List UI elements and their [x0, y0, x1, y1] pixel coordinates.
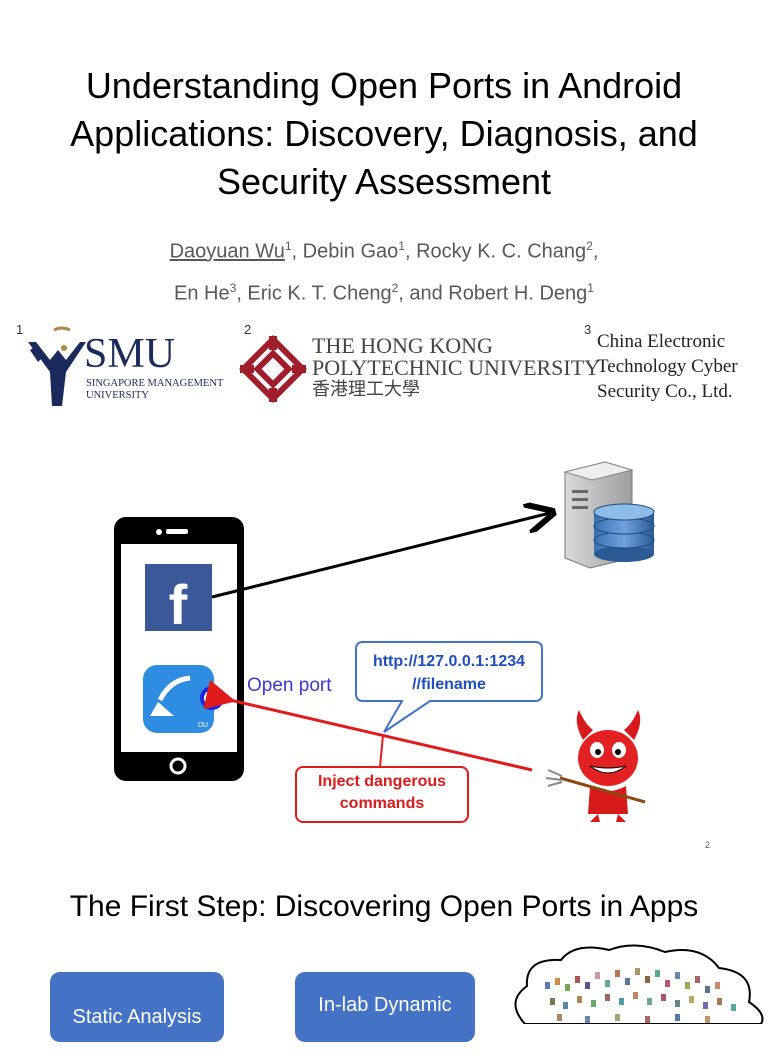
paper-title: Understanding Open Ports in Android Appl… — [0, 62, 768, 206]
inject-commands-label: Inject dangerous commands — [296, 771, 468, 815]
title-line-1: Understanding Open Ports in Android — [85, 65, 683, 106]
affiliation-sup: 2 — [586, 239, 593, 253]
smu-crest-icon — [28, 326, 86, 406]
affiliation-sup: 1 — [398, 239, 405, 253]
in-lab-dynamic-box: In-lab Dynamic — [295, 972, 475, 1042]
author-eric-cheng: , Eric K. T. Cheng — [236, 282, 392, 305]
affiliation-sup: 2 — [391, 280, 399, 295]
affiliation-sup: 3 — [229, 280, 237, 295]
affiliation-sup: 1 — [587, 280, 594, 295]
affiliation-number-3: 3 — [584, 322, 592, 337]
author-line-1: Daoyuan Wu1, Debin Gao1, Rocky K. C. Cha… — [0, 228, 768, 270]
smu-full-name-line-1: SINGAPORE MANAGEMENT — [86, 378, 224, 389]
polyu-name-line-1: THE HONG KONG — [312, 333, 493, 358]
title-line-2: Applications: Discovery, Diagnosis, and — [70, 113, 698, 154]
outbound-connection-arrow — [211, 513, 550, 599]
open-port-icon — [200, 686, 224, 710]
inject-commands-box — [295, 766, 469, 823]
polyu-name-line-2: POLYTECHNIC UNIVERSITY — [312, 355, 601, 380]
polyu-logo: THE HONG KONG POLYTECHNIC UNIVERSITY 香港理… — [238, 333, 600, 406]
open-port-label: Open port — [247, 675, 332, 696]
author-line-2: En He3, Eric K. T. Cheng2, and Robert H.… — [0, 270, 768, 312]
crowd-cloud-icon — [514, 944, 764, 1024]
affiliation-number-2: 2 — [244, 322, 252, 337]
inject-line-2: commands — [339, 795, 425, 812]
smu-short-name: SMU — [84, 331, 176, 377]
static-analysis-box: Static Analysis — [50, 972, 224, 1042]
author-separator: , — [592, 240, 599, 263]
smu-full-name-line-2: UNIVERSITY — [86, 390, 149, 401]
cetc-line-1: China Electronic — [597, 331, 726, 352]
devil-attacker-icon — [545, 710, 646, 822]
inject-line-1: Inject dangerous — [317, 773, 447, 790]
slide-title: The First Step: Discovering Open Ports i… — [69, 890, 699, 923]
cetc-name: China Electronic Technology Cyber Securi… — [597, 329, 765, 404]
author-list: Daoyuan Wu1, Debin Gao1, Rocky K. C. Cha… — [0, 228, 768, 311]
callout-url: http://127.0.0.1:1234 //filename — [356, 650, 542, 696]
du-cleaner-app-icon: DU — [143, 665, 214, 733]
affiliation-number-1: 1 — [16, 322, 24, 337]
du-badge: DU — [198, 722, 208, 729]
smu-logo: SMU SINGAPORE MANAGEMENT UNIVERSITY — [22, 326, 236, 408]
cetc-line-2: Technology Cyber — [597, 356, 738, 377]
callout-url-line-2: //filename — [412, 676, 486, 693]
page-number: 2 — [705, 840, 710, 850]
cetc-line-3: Security Co., Ltd. — [597, 381, 733, 402]
author-en-he: En He — [174, 282, 230, 305]
polyu-chinese-name: 香港理工大學 — [312, 379, 420, 399]
inject-connector — [379, 734, 384, 768]
attack-diagram: f DU — [114, 461, 710, 850]
title-line-3: Security Assessment — [216, 161, 552, 202]
affiliation-sup: 1 — [284, 239, 292, 253]
server-database-icon — [563, 461, 655, 569]
author-robert-deng: , and Robert H. Deng — [398, 282, 588, 305]
author-rocky-chang: , Rocky K. C. Chang — [404, 240, 587, 263]
author-daoyuan-wu: Daoyuan Wu — [169, 240, 285, 263]
polyu-emblem-icon — [239, 335, 307, 403]
facebook-glyph: f — [169, 573, 188, 636]
callout-url-line-1: http://127.0.0.1:1234 — [372, 653, 526, 670]
author-debin-gao: , Debin Gao — [291, 240, 399, 263]
url-callout-bubble — [355, 641, 543, 733]
attack-arrow — [203, 679, 533, 772]
smartphone-icon — [114, 517, 244, 781]
facebook-app-icon: f — [145, 564, 212, 636]
